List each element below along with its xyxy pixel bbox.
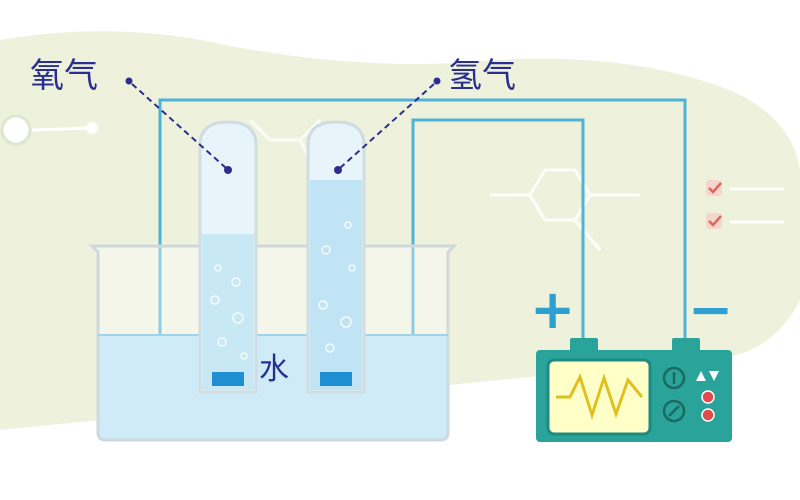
- electrode-right: [320, 372, 352, 386]
- check-icon: [708, 182, 722, 194]
- electrode-left: [212, 372, 244, 386]
- decor-line: [31, 126, 91, 132]
- play-icon: [696, 371, 706, 381]
- sine-wave-icon: [556, 373, 644, 420]
- beaker: [88, 244, 458, 442]
- positive-sign: +: [530, 278, 576, 341]
- beaker-glass: [88, 244, 458, 442]
- test-tube-oxygen: [198, 120, 258, 394]
- label-hydrogen: 氢气: [448, 56, 516, 96]
- decor-dot: [86, 122, 98, 134]
- decor-ring: [0, 114, 32, 146]
- bubbles: [210, 221, 356, 360]
- power-supply: [536, 338, 732, 442]
- indicator-light: [701, 408, 715, 422]
- checklist: [706, 180, 784, 229]
- hydrogen-gas-dot: [334, 166, 342, 174]
- molecule-icon: [490, 168, 640, 251]
- indicator-light: [701, 390, 715, 404]
- negative-sign: −: [688, 278, 734, 341]
- oxygen-leader-dot: [125, 77, 133, 85]
- label-water: 水: [259, 352, 289, 387]
- label-oxygen: 氧气: [30, 56, 98, 96]
- play-icon: [709, 371, 719, 381]
- check-icon: [708, 215, 722, 227]
- hydrogen-leader-dot: [433, 77, 441, 85]
- oxygen-gas-dot: [224, 166, 232, 174]
- leader-lines: [125, 77, 441, 174]
- test-tube-hydrogen: [306, 120, 366, 394]
